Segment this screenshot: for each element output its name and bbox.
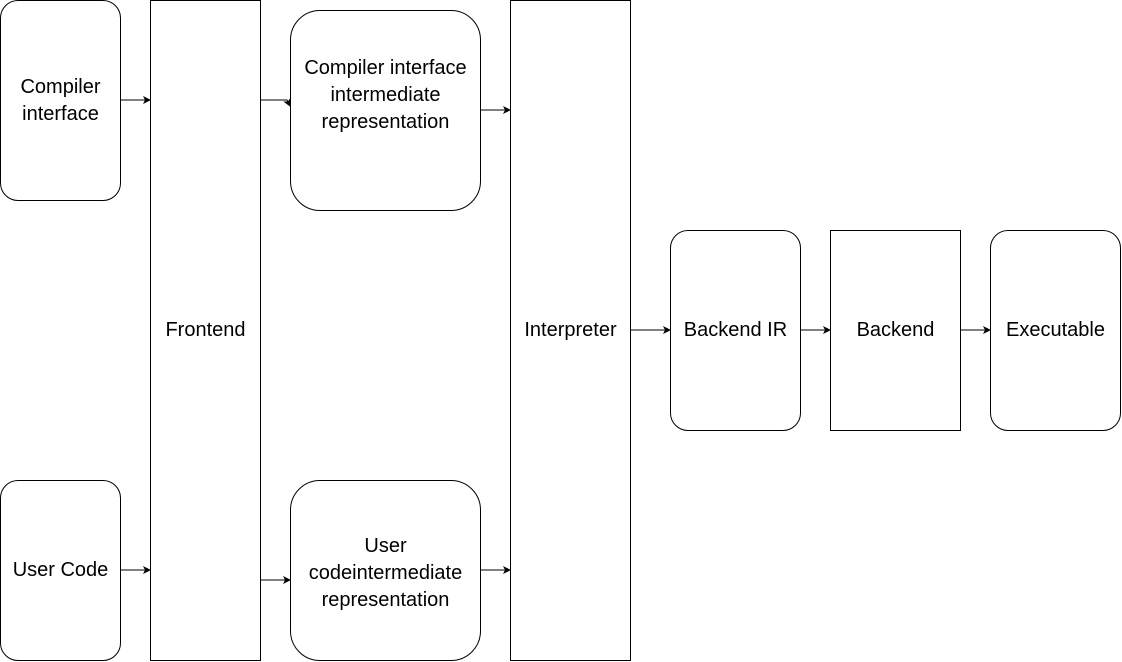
node-user-code: User Code <box>0 480 121 661</box>
node-frontend: Frontend <box>150 0 261 661</box>
node-executable: Executable <box>990 230 1121 431</box>
node-backend-ir: Backend IR <box>670 230 801 431</box>
edge-frontend-to-compiler-interface-ir <box>261 97 291 107</box>
node-interpreter: Interpreter <box>510 0 631 661</box>
node-backend: Backend <box>830 230 961 431</box>
node-user-code-ir: User codeintermediate representation <box>290 480 481 661</box>
node-compiler-interface: Compiler interface <box>0 0 121 201</box>
node-compiler-interface-ir: Compiler interface intermediate represen… <box>290 10 481 211</box>
